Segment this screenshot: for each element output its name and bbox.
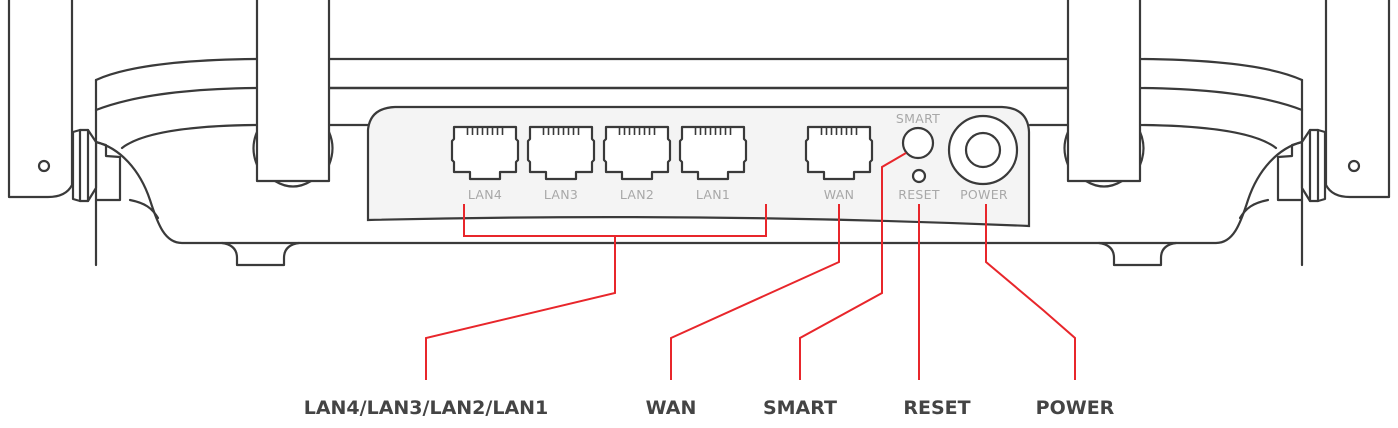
panel-label-wan: WAN — [824, 187, 854, 202]
panel-label-lan2: LAN2 — [620, 187, 654, 202]
panel-label-reset: RESET — [898, 187, 940, 202]
rj45-outline — [526, 125, 596, 181]
panel-label-smart: SMART — [896, 111, 940, 126]
lan4-port[interactable] — [450, 125, 520, 181]
leader-smart — [799, 152, 907, 380]
leader-power — [985, 204, 1076, 380]
rj45-outline — [602, 125, 672, 181]
callout-reset: RESET — [903, 397, 970, 419]
router-body — [71, 57, 1327, 267]
panel-label-lan1: LAN1 — [696, 187, 730, 202]
lan3-port[interactable] — [526, 125, 596, 181]
callout-lan: LAN4/LAN3/LAN2/LAN1 — [304, 397, 549, 419]
left-inner-antenna — [252, 0, 334, 188]
rj45-outline — [678, 125, 748, 181]
reset-pinhole[interactable] — [911, 168, 927, 184]
callout-wan: WAN — [646, 397, 697, 419]
lan1-port[interactable] — [678, 125, 748, 181]
rj45-outline — [450, 125, 520, 181]
panel-label-lan3: LAN3 — [544, 187, 578, 202]
panel-label-lan4: LAN4 — [468, 187, 502, 202]
power-jack[interactable] — [947, 114, 1019, 186]
lan2-port[interactable] — [602, 125, 672, 181]
panel-label-power: POWER — [960, 187, 1008, 202]
wan-port[interactable] — [804, 125, 874, 181]
left-outer-antenna — [7, 0, 74, 199]
rj45-outline — [804, 125, 874, 181]
leader-lan — [425, 204, 767, 380]
right-outer-antenna — [1324, 0, 1391, 199]
callout-power: POWER — [1036, 397, 1115, 419]
callout-smart: SMART — [763, 397, 837, 419]
right-inner-antenna — [1063, 0, 1145, 188]
smart-button[interactable] — [901, 126, 935, 160]
leader-wan — [670, 204, 840, 380]
